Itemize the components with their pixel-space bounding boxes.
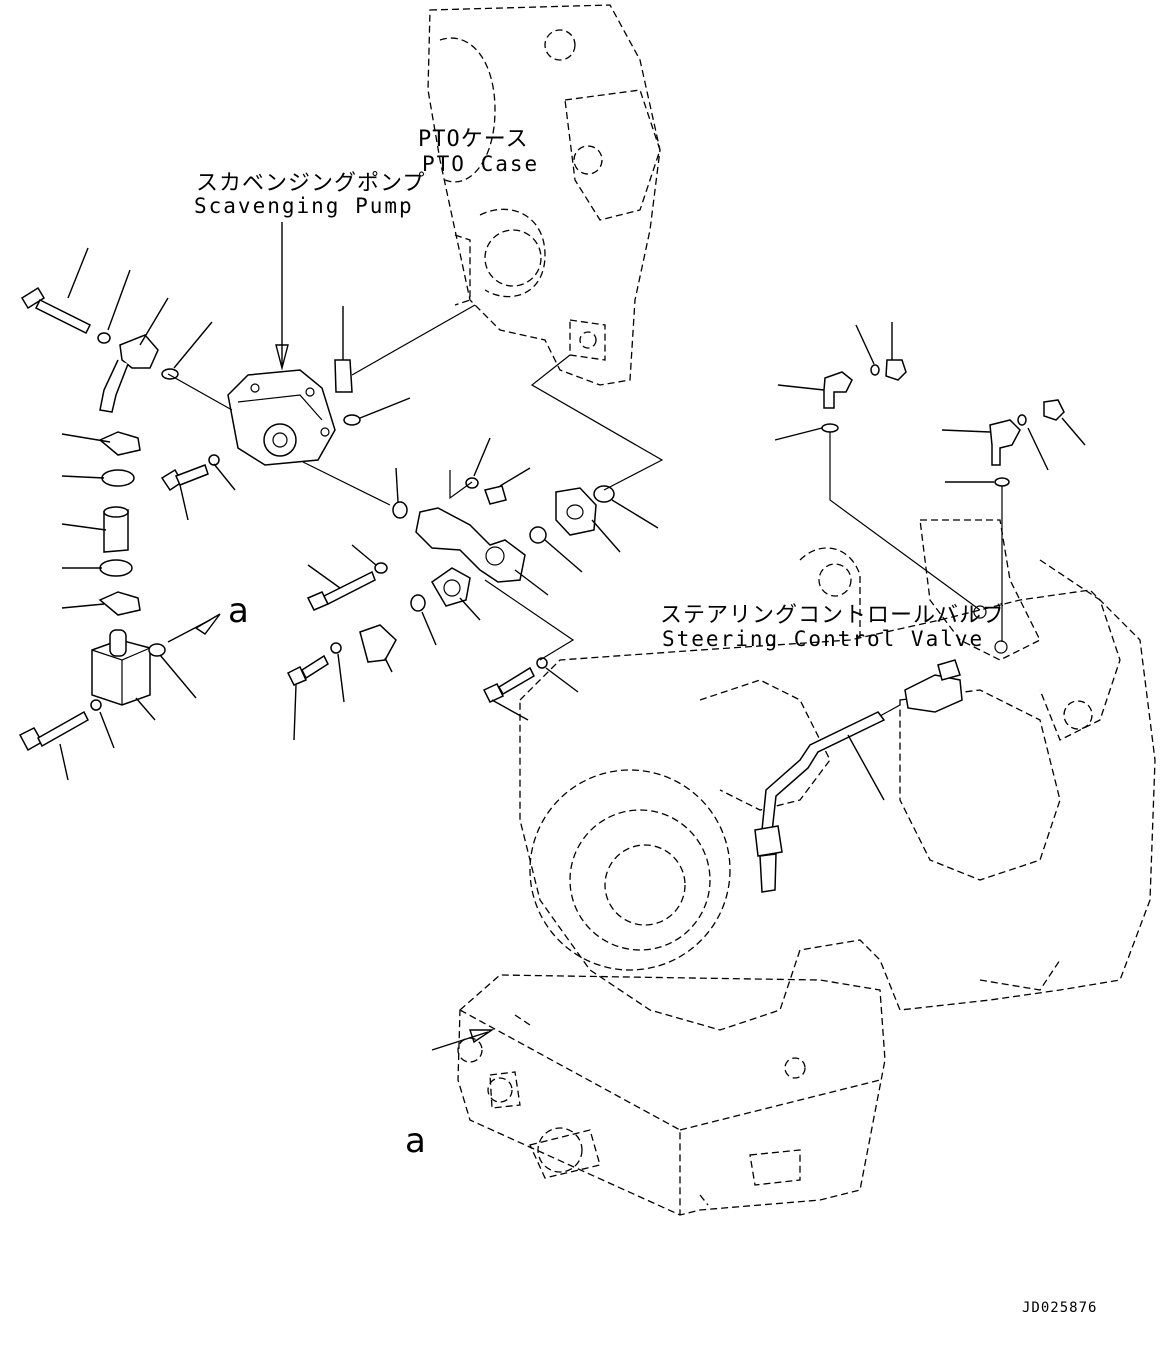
steering-valve-label-en: Steering Control Valve	[662, 627, 984, 651]
scavenging-pump-label-jp: スカベンジングポンプ	[196, 171, 425, 196]
drawing-code: JD025876	[1022, 1300, 1097, 1316]
pto-case-label-jp: PTOケース	[418, 127, 529, 152]
left-parts	[18, 286, 220, 752]
scavenging-pump	[227, 369, 336, 466]
pto-case-outline	[427, 4, 661, 386]
scavenging-pump-label: スカベンジングポンプ Scavenging Pump	[194, 171, 425, 218]
steering-valve-label: ステアリングコントロールバルブ Steering Control Valve	[660, 603, 1005, 651]
pto-case-label-en: PTO Case	[422, 152, 539, 176]
center-parts	[286, 359, 615, 703]
leader-lines	[59, 222, 1086, 1051]
right-parts	[754, 359, 1065, 893]
steering-valve-label-jp: ステアリングコントロールバルブ	[660, 603, 1005, 628]
callout-a-left: a	[228, 591, 249, 631]
callout-a-bottom: a	[405, 1121, 426, 1161]
pto-case-label: PTOケース PTO Case	[418, 127, 539, 176]
scavenging-pump-label-en: Scavenging Pump	[194, 194, 414, 218]
